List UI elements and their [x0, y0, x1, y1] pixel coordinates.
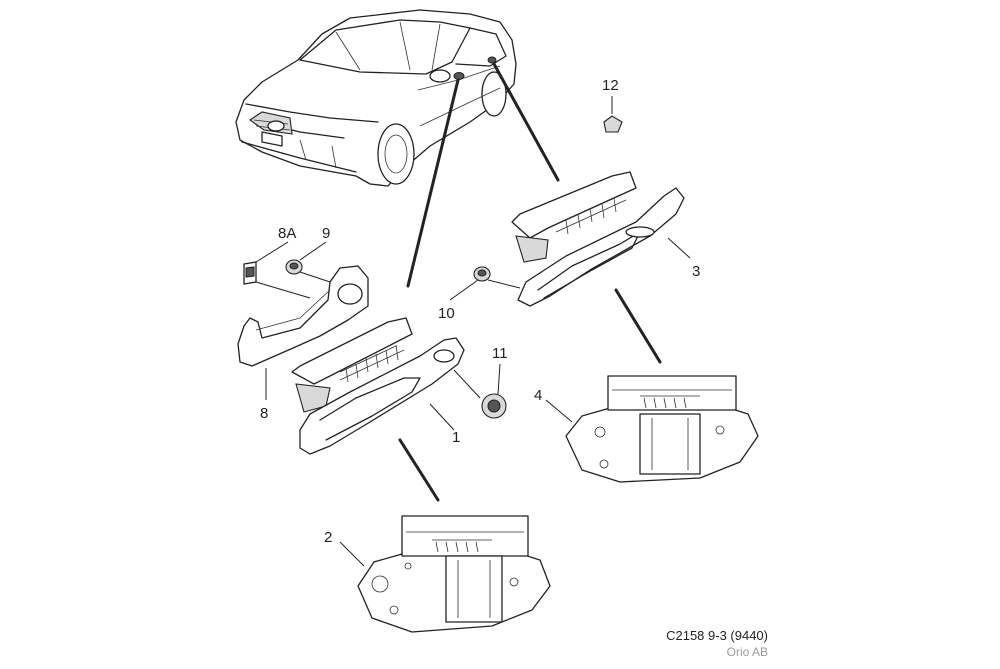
drawing-caption: C2158 9-3 (9440) Orio AB	[666, 628, 768, 659]
leader-lines	[255, 96, 691, 567]
part-4-bracket	[565, 375, 759, 483]
part-8a-clip	[243, 261, 257, 285]
label-2: 2	[324, 529, 332, 546]
part-9-plug	[285, 259, 303, 275]
part-10-plug	[473, 266, 491, 282]
label-8a: 8A	[278, 225, 296, 242]
label-12: 12	[602, 77, 619, 94]
part-11-grommet	[481, 393, 507, 419]
part-2-bracket	[357, 515, 551, 633]
part-8-gasket	[237, 265, 369, 367]
part-3-handle	[511, 171, 685, 307]
label-1: 1	[452, 429, 460, 446]
part-12-cap	[603, 115, 623, 133]
car-illustration	[235, 9, 517, 187]
label-10: 10	[438, 305, 455, 322]
caption-code: C2158 9-3 (9440)	[666, 628, 768, 643]
part-1-handle	[291, 317, 465, 455]
part-labels: 1 2 3 4 8 8A 9 10 11 12	[260, 77, 700, 546]
label-11: 11	[492, 345, 508, 362]
callout-lines	[398, 62, 662, 502]
label-4: 4	[534, 387, 542, 404]
label-3: 3	[692, 263, 700, 280]
caption-org: Orio AB	[726, 645, 768, 659]
label-8: 8	[260, 405, 268, 422]
label-9: 9	[322, 225, 330, 242]
